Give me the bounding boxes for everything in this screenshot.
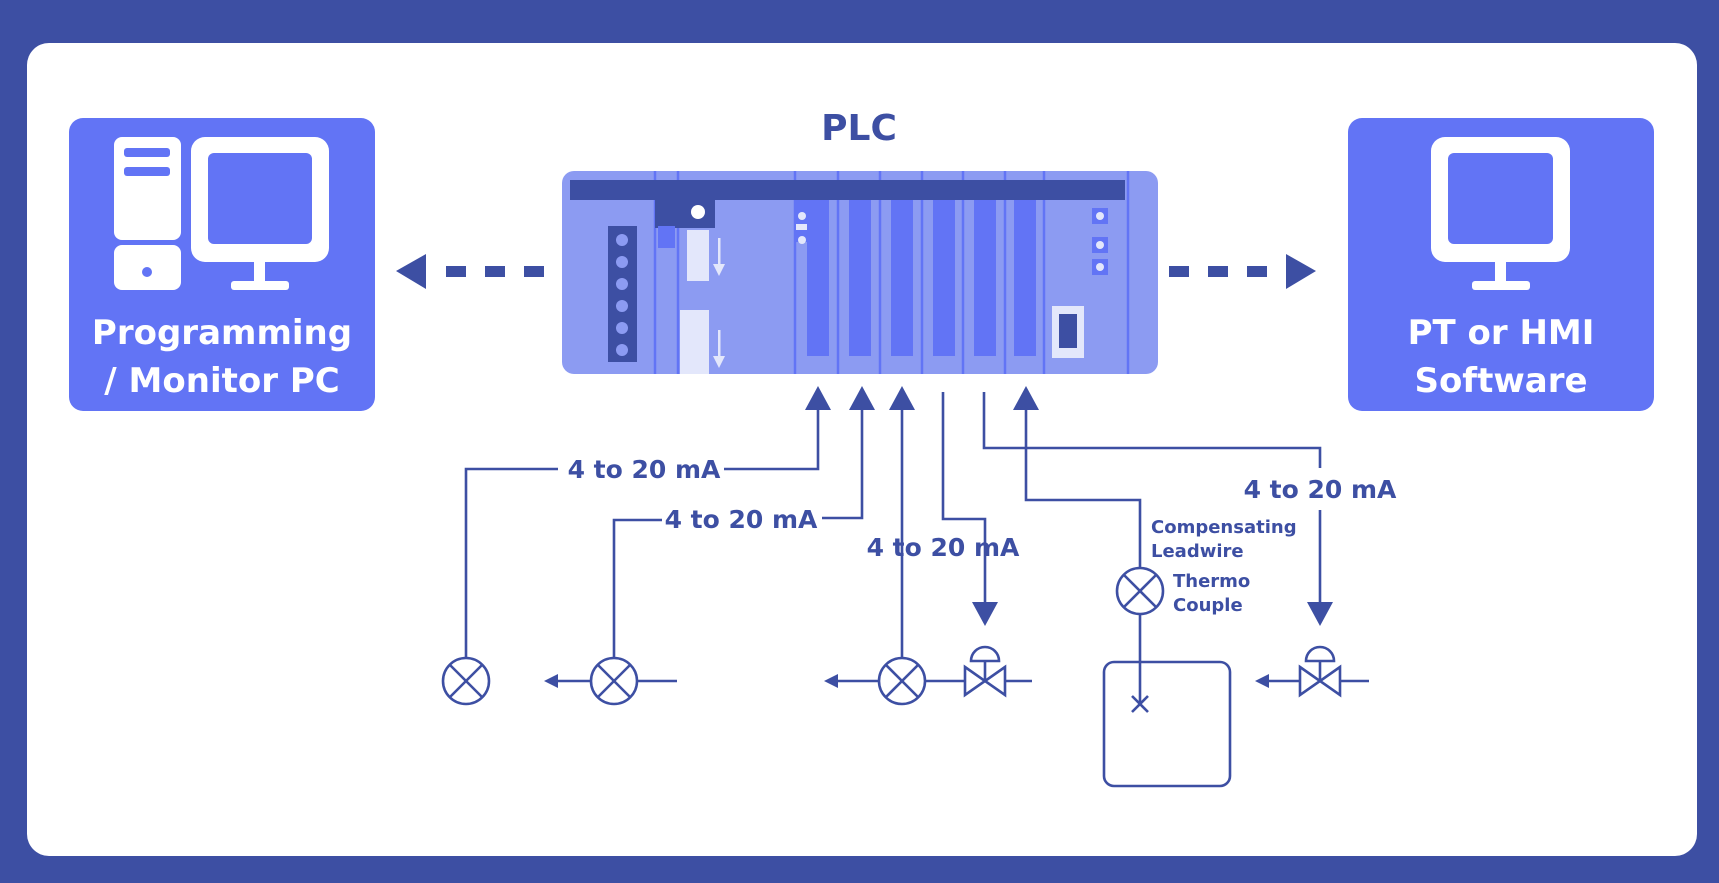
signal-line-6 (1013, 386, 1142, 702)
leadwire-label-line1: Compensating (1151, 517, 1297, 538)
signal-line-3 (889, 386, 915, 658)
signal-label-1: 4 to 20 mA (568, 455, 721, 484)
monitor-icon (191, 137, 329, 290)
control-valve-icon (963, 645, 1007, 697)
control-valve-icon (1298, 645, 1342, 697)
programming-pc-box: Programming / Monitor PC (69, 118, 375, 411)
hmi-label-line1: PT or HMI (1408, 313, 1595, 353)
plc-title: PLC (821, 108, 897, 149)
programming-pc-label-line1: Programming (92, 313, 352, 353)
signal-line-2: 4 to 20 mA (612, 386, 875, 658)
thermocouple-label-line1: Thermo (1173, 571, 1250, 592)
signal-line-5: 4 to 20 mA (982, 392, 1397, 626)
signal-label-3: 4 to 20 mA (867, 533, 1020, 562)
signal-label-2: 4 to 20 mA (665, 505, 818, 534)
link-plc-to-hmi (1169, 254, 1316, 289)
signal-line-4: 4 to 20 mA (867, 392, 1020, 626)
plc-rack (562, 171, 1158, 374)
programming-pc-label-line2: / Monitor PC (104, 361, 339, 401)
signal-label-4: 4 to 20 mA (1244, 475, 1397, 504)
hmi-box: PT or HMI Software (1348, 118, 1654, 411)
link-plc-to-pc (396, 254, 544, 289)
leadwire-label-line2: Leadwire (1151, 541, 1244, 562)
thermocouple-label-line2: Couple (1173, 595, 1243, 616)
thermocouple-icon (1115, 566, 1165, 616)
flow-meter-icon (877, 656, 927, 706)
signal-line-1: 4 to 20 mA (464, 386, 831, 658)
flow-meter-icon (441, 656, 491, 706)
flow-meter-icon (589, 656, 639, 706)
monitor-icon (1431, 137, 1570, 290)
tank (1102, 660, 1232, 788)
desktop-tower-icon (114, 137, 181, 290)
hmi-label-line2: Software (1414, 361, 1587, 401)
